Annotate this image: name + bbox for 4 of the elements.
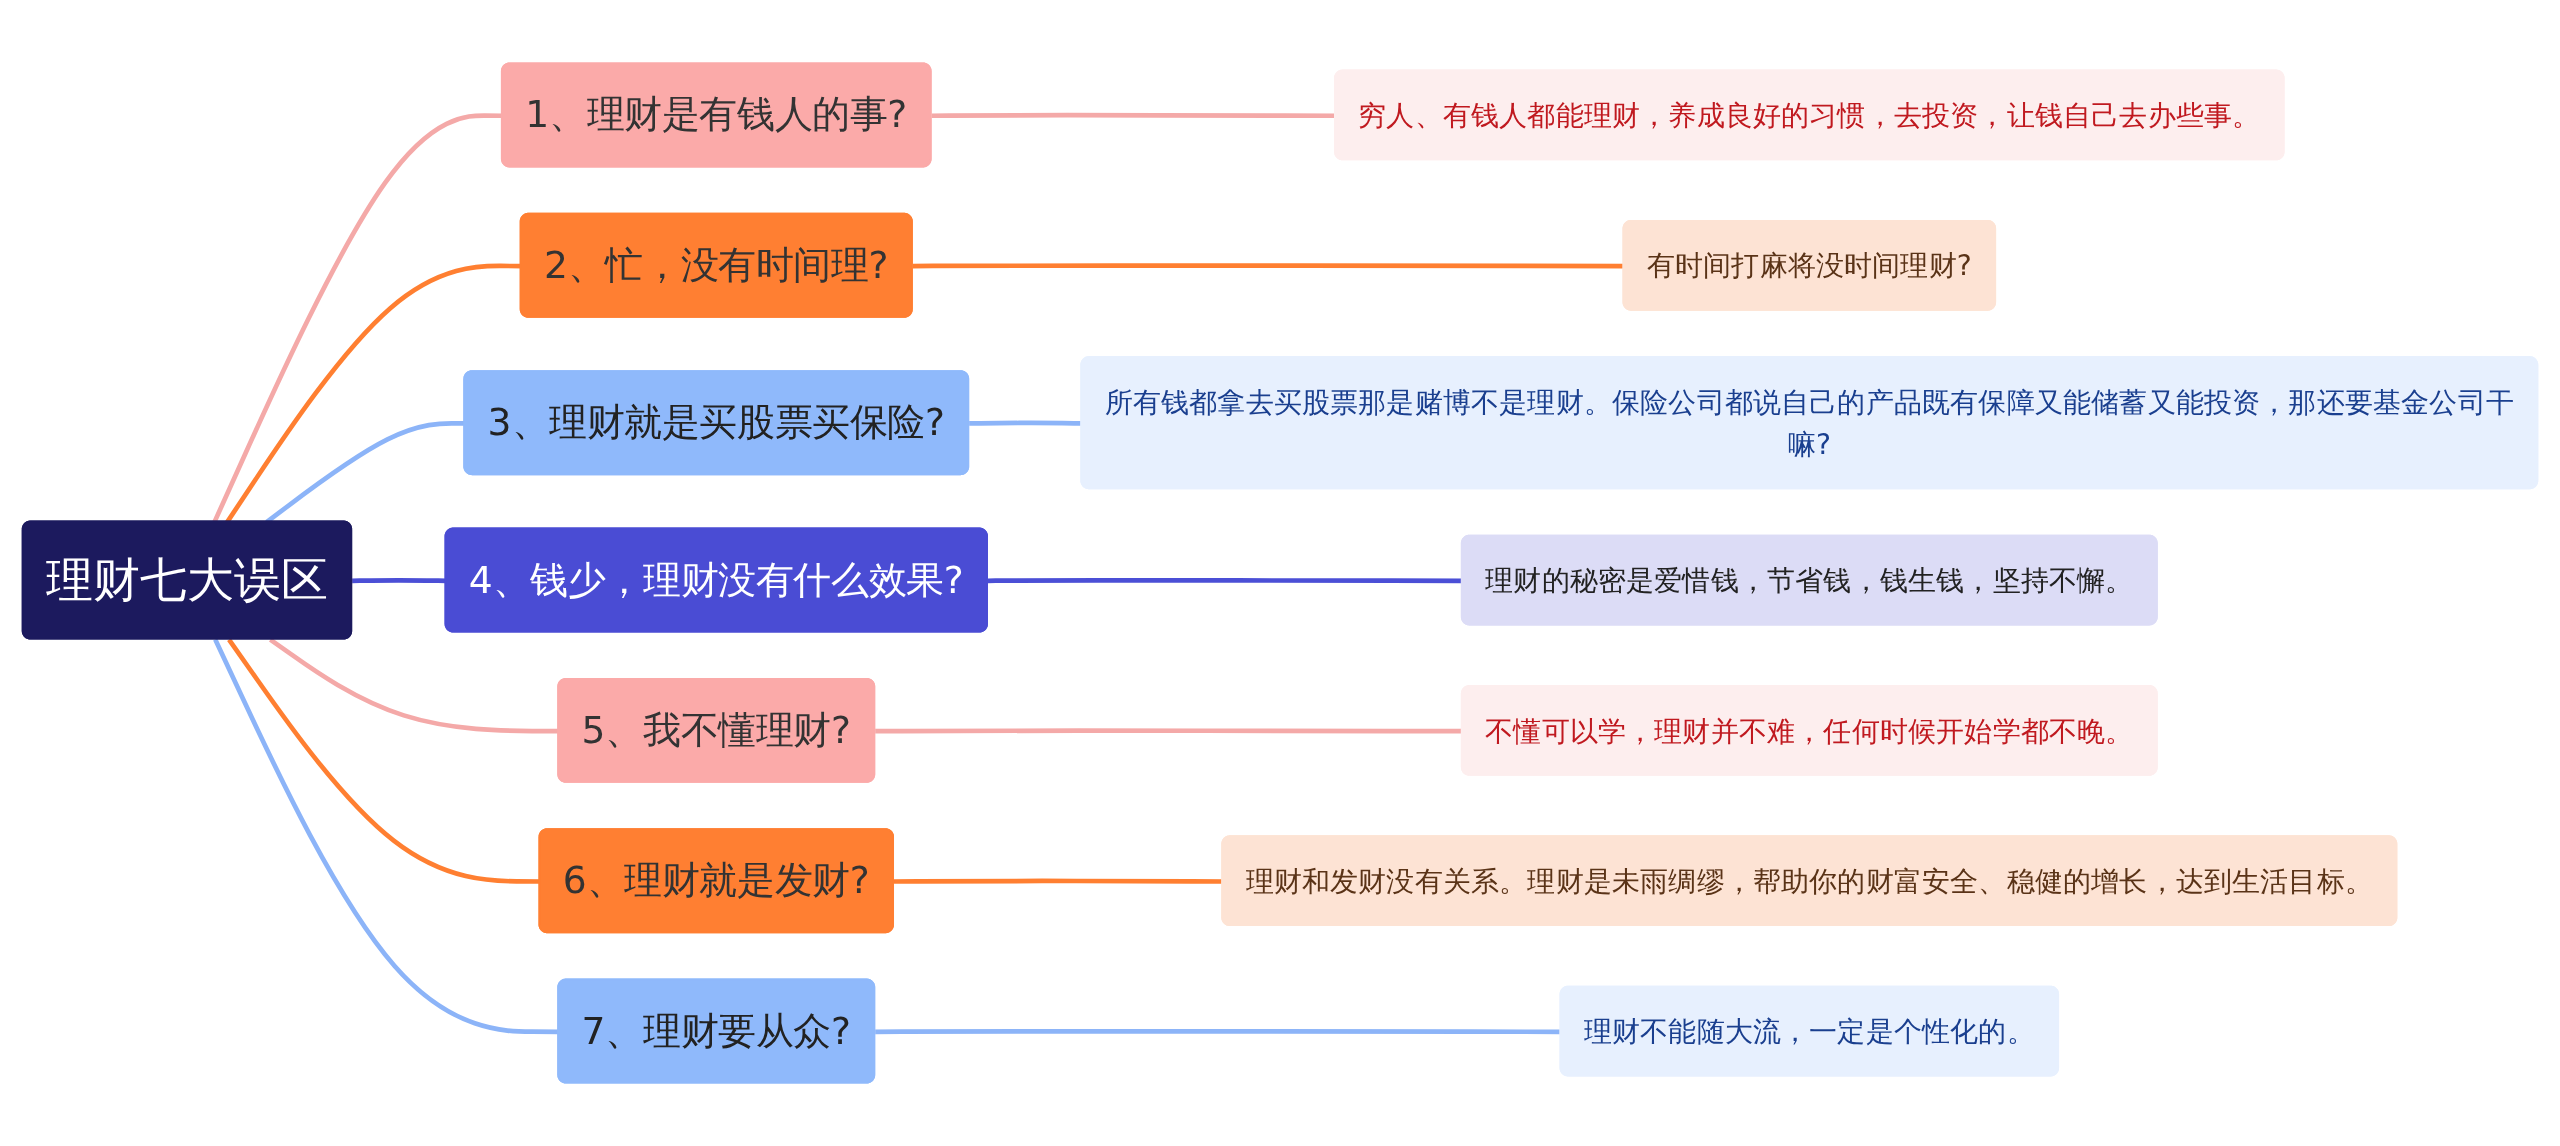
- connector: [268, 637, 559, 734]
- connector: [969, 420, 1082, 426]
- connector: [894, 878, 1223, 884]
- connector: [213, 638, 559, 1035]
